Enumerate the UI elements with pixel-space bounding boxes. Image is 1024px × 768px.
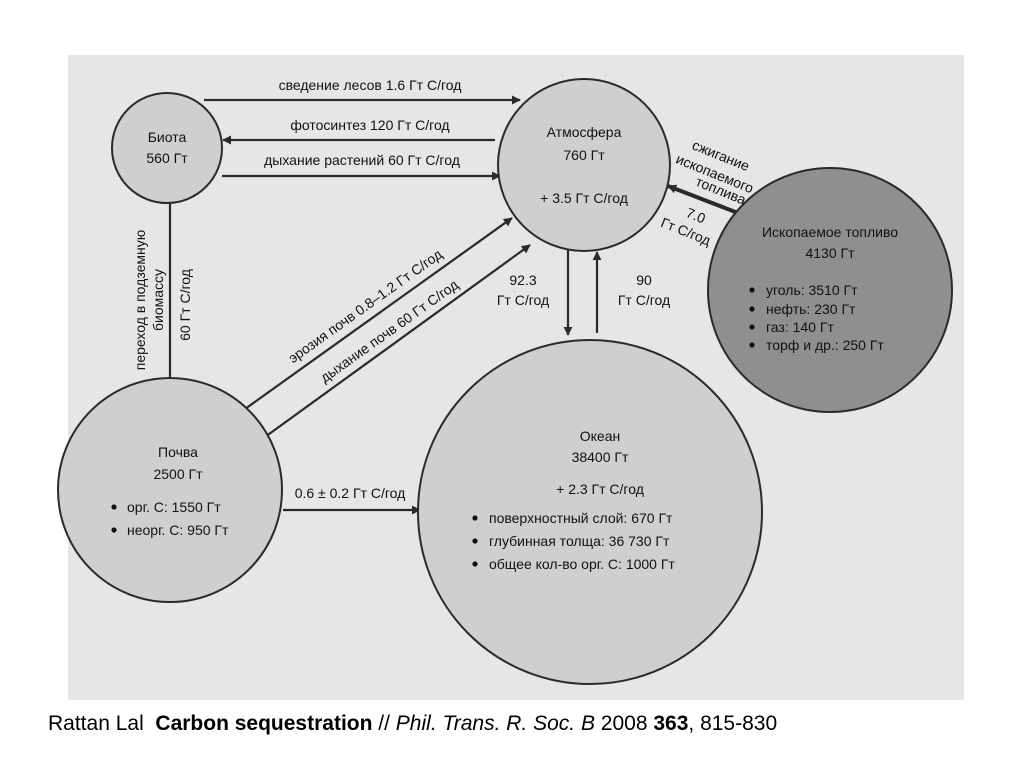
bullet xyxy=(472,515,478,521)
ocean-rate: + 2.3 Гт С/год xyxy=(556,481,644,497)
ocean-item: поверхностный слой: 670 Гт xyxy=(489,510,673,526)
atm-to-ocean-value: 92.3 xyxy=(509,272,536,288)
atm-to-ocean-unit: Гт С/год xyxy=(497,292,549,308)
bullet xyxy=(749,324,755,330)
soil-name: Почва xyxy=(158,444,198,460)
plant-respiration-label: дыхание растений 60 Гт С/год xyxy=(264,152,460,168)
soil-erosion-arrow xyxy=(237,217,513,415)
atmosphere-name: Атмосфера xyxy=(547,124,622,140)
carbon-cycle-diagram: Биота 560 Гт Атмосфера 760 Гт + 3.5 Гт С… xyxy=(57,55,964,700)
fossil-combustion-arrow xyxy=(667,184,739,215)
soil-to-ocean-label: 0.6 ± 0.2 Гт С/год xyxy=(295,485,406,501)
citation-separator: // xyxy=(372,712,396,735)
ocean-to-atm-unit: Гт С/год xyxy=(618,292,670,308)
citation-year: 2008 xyxy=(594,712,654,735)
atmosphere-rate: + 3.5 Гт С/год xyxy=(540,190,628,206)
ocean-item: глубинная толща: 36 730 Гт xyxy=(489,533,670,549)
bullet xyxy=(749,287,755,293)
biota-amount: 560 Гт xyxy=(146,150,188,166)
ocean-item: общее кол-во орг. С: 1000 Гт xyxy=(489,556,675,572)
soil-item: неорг. С: 950 Гт xyxy=(127,522,229,538)
fossil-name: Ископаемое топливо xyxy=(762,224,898,240)
biota-node xyxy=(111,92,223,204)
fossil-item: нефть: 230 Гт xyxy=(766,301,856,317)
photosynthesis-label: фотосинтез 120 Гт С/год xyxy=(290,117,449,133)
fossil-fuel-node xyxy=(707,167,953,413)
fossil-amount: 4130 Гт xyxy=(805,245,855,261)
bullet xyxy=(749,306,755,312)
soil-respiration-arrow xyxy=(264,244,531,438)
bullet xyxy=(472,561,478,567)
fossil-item: уголь: 3510 Гт xyxy=(766,282,858,298)
ocean-name: Океан xyxy=(580,428,620,444)
underground-label-line1: переход в подземную xyxy=(132,230,148,370)
atmosphere-node xyxy=(497,78,671,252)
underground-label-line2: биомассу xyxy=(150,269,166,331)
bullet xyxy=(472,538,478,544)
bullet xyxy=(111,527,117,533)
citation: Rattan Lal Carbon sequestration // Phil.… xyxy=(48,712,988,736)
citation-pages: , 815-830 xyxy=(688,712,778,735)
biota-name: Биота xyxy=(148,129,187,145)
underground-value-label: 60 Гт С/год xyxy=(177,269,193,341)
ocean-amount: 38400 Гт xyxy=(572,449,629,465)
citation-volume: 363 xyxy=(653,712,689,735)
fossil-item: торф и др.: 250 Гт xyxy=(766,337,884,353)
atmosphere-amount: 760 Гт xyxy=(563,147,605,163)
citation-journal: Phil. Trans. R. Soc. B xyxy=(395,712,595,735)
citation-author: Rattan Lal xyxy=(48,712,144,735)
soil-amount: 2500 Гт xyxy=(153,466,203,482)
bullet xyxy=(111,504,117,510)
bullet xyxy=(749,342,755,348)
fossil-combustion-value: 7.0 xyxy=(684,204,708,226)
soil-node xyxy=(57,377,283,603)
citation-title: Carbon sequestration xyxy=(155,712,373,735)
soil-item: орг. С: 1550 Гт xyxy=(127,499,221,515)
ocean-to-atm-value: 90 xyxy=(636,272,652,288)
deforestation-label: сведение лесов 1.6 Гт С/год xyxy=(279,77,462,93)
ocean-node xyxy=(417,339,763,685)
fossil-item: газ: 140 Гт xyxy=(766,319,834,335)
